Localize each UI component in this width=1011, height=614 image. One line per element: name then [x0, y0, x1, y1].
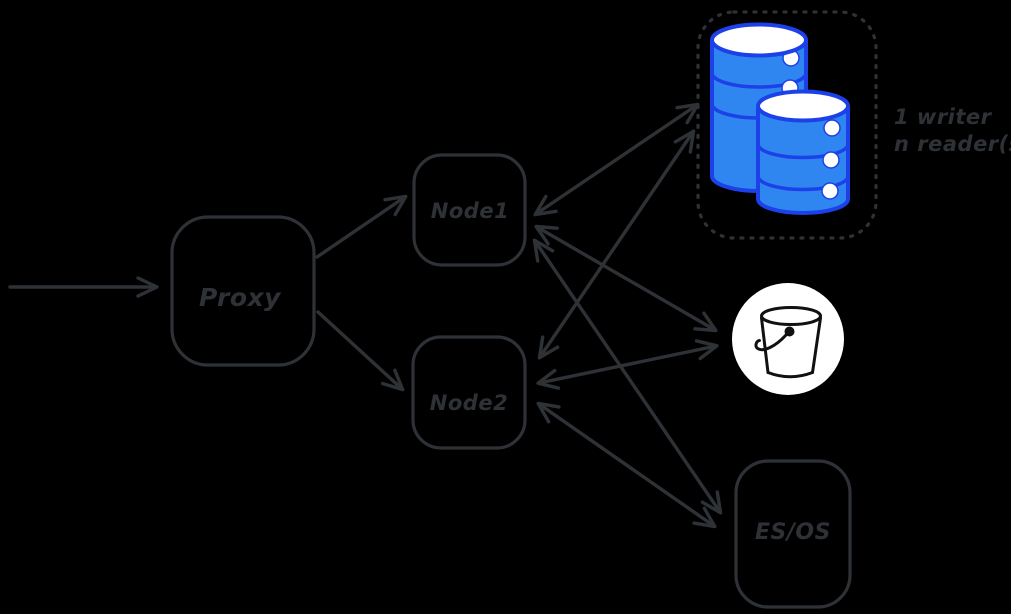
- node2-label: Node2: [430, 391, 508, 415]
- proxy-node: Proxy: [170, 215, 316, 367]
- arrow-node2-es-os: [536, 401, 717, 529]
- bucket-handle-knob: [784, 326, 795, 337]
- db-cluster-note-line1: 1 writer: [894, 105, 993, 129]
- es-os-label: ES/OS: [755, 520, 831, 545]
- es-os-node: ES/OS: [734, 459, 852, 609]
- arrow-proxy-to-node1: [315, 194, 408, 259]
- node1-label: Node1: [431, 199, 509, 223]
- node1-node: Node1: [412, 153, 527, 267]
- bucket-icon: [732, 283, 844, 395]
- es-os-box: [734, 459, 852, 609]
- node2-node: Node2: [411, 335, 527, 450]
- proxy-label: Proxy: [199, 283, 282, 312]
- database-cylinder-front-icon: [756, 89, 850, 215]
- proxy-box: [170, 215, 316, 367]
- db-cluster-note-line2: n reader(s): [894, 132, 1011, 156]
- node2-box: [411, 335, 527, 450]
- arrow-proxy-to-node2: [316, 310, 405, 392]
- node1-box: [412, 153, 527, 267]
